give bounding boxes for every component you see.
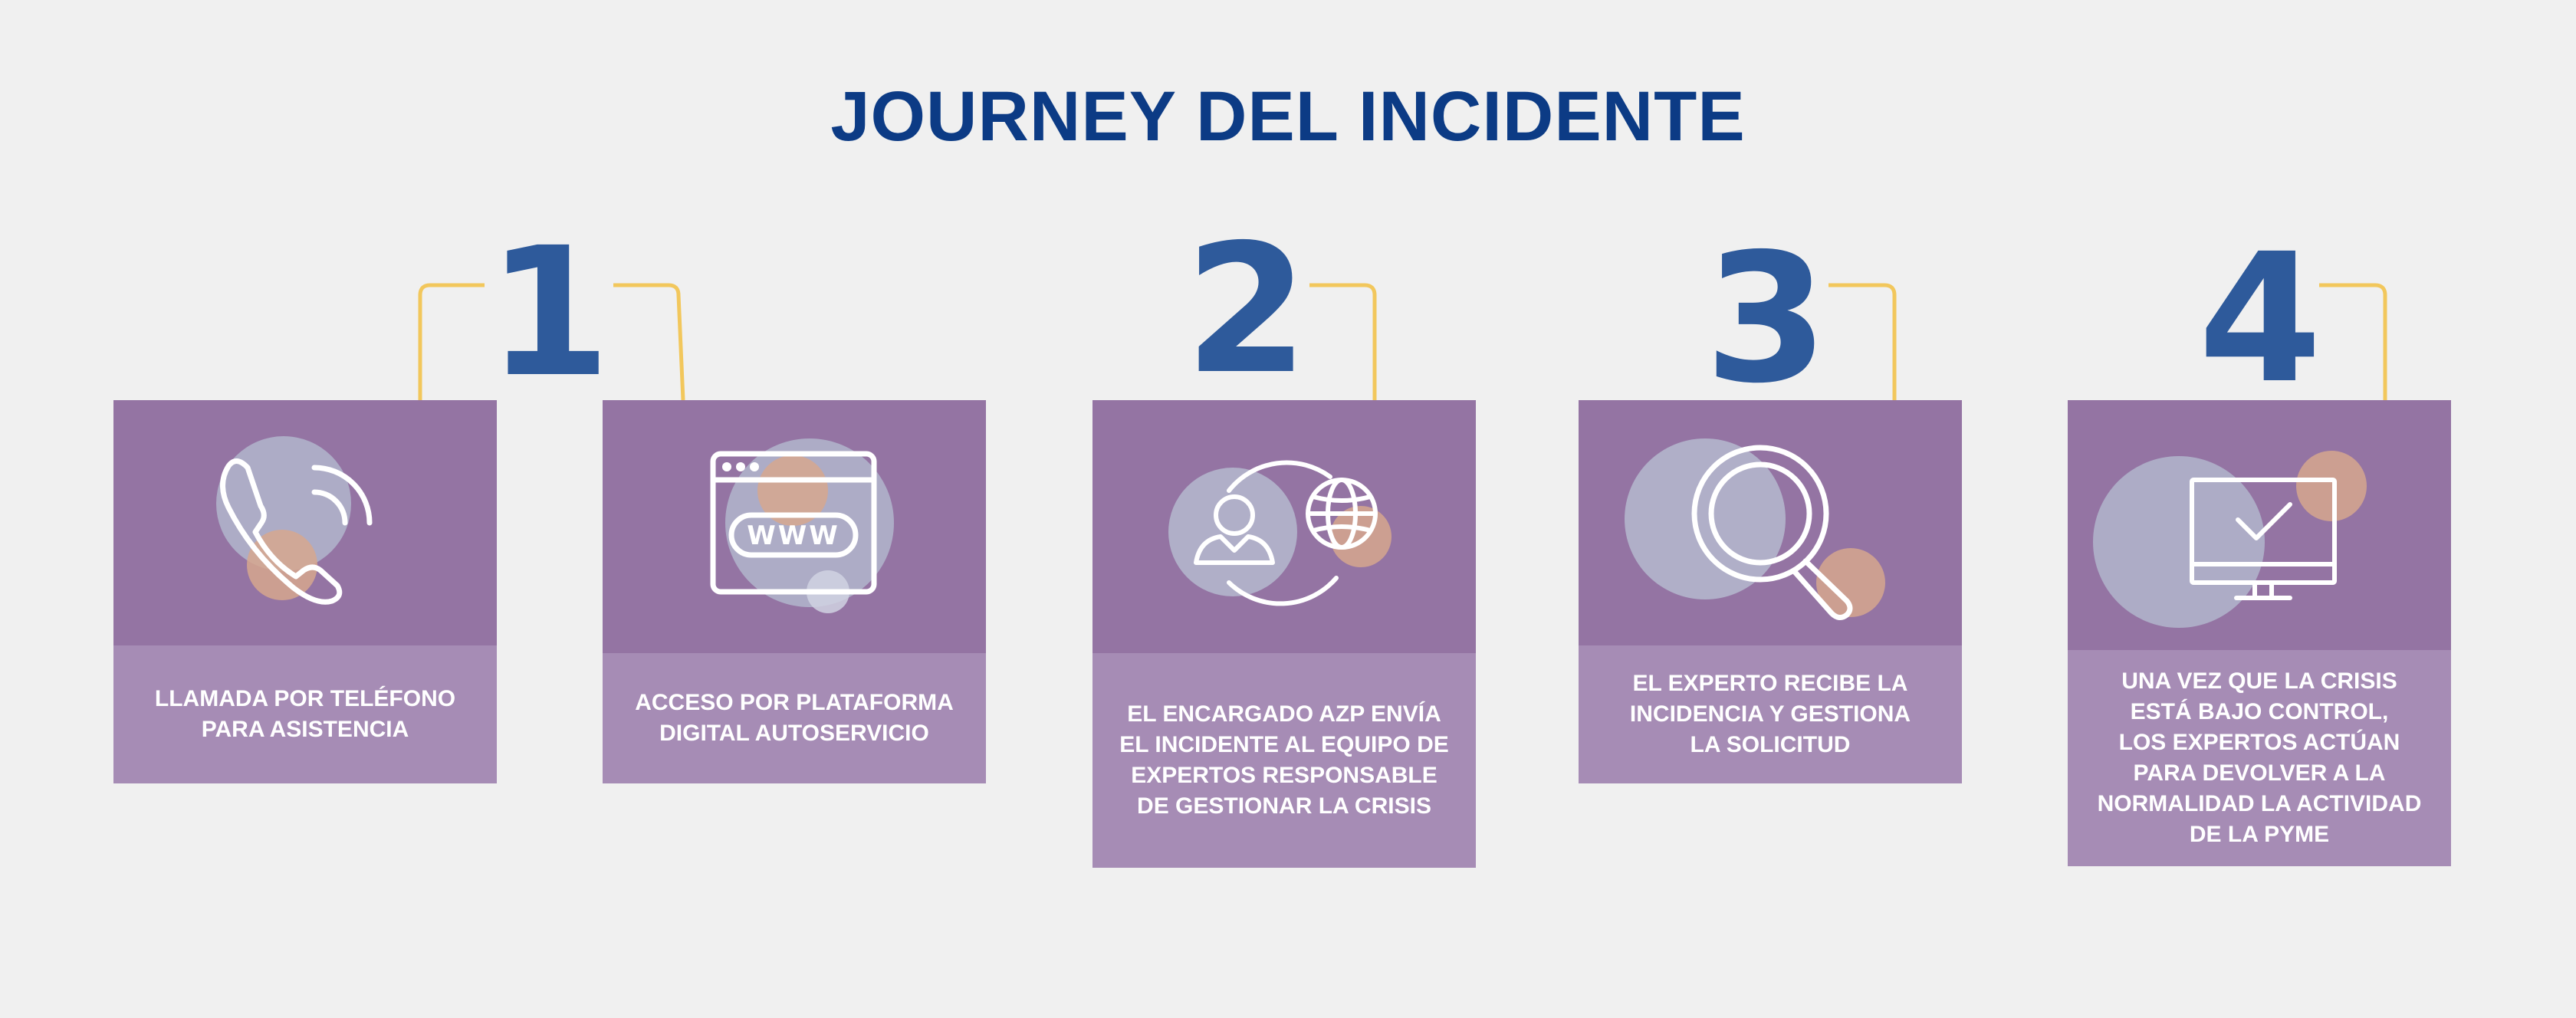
card-top: WWW xyxy=(603,400,986,653)
connector-step4 xyxy=(2319,283,2387,400)
card-description: ACCESO POR PLATAFORMA DIGITAL AUTOSERVIC… xyxy=(603,653,986,783)
step-number-3: 3 xyxy=(1704,215,1829,422)
step-number-4: 4 xyxy=(2198,215,2322,422)
card-expert-assignment: EL ENCARGADO AZP ENVÍA EL INCIDENTE AL E… xyxy=(1092,400,1476,868)
magnifier-icon xyxy=(1625,438,1885,620)
user-globe-icon xyxy=(1168,460,1392,606)
phone-icon xyxy=(216,436,373,605)
card-description: EL EXPERTO RECIBE LA INCIDENCIA Y GESTIO… xyxy=(1579,645,1962,783)
card-description: UNA VEZ QUE LA CRISIS ESTÁ BAJO CONTROL,… xyxy=(2068,650,2451,866)
card-top xyxy=(113,400,497,645)
card-digital-platform: WWW ACCESO POR PLATAFORMA DIGITAL AUTOSE… xyxy=(603,400,986,783)
monitor-check-icon xyxy=(2093,451,2367,628)
connector-step1-right xyxy=(613,283,685,401)
card-top xyxy=(2068,400,2451,650)
card-return-to-normal: UNA VEZ QUE LA CRISIS ESTÁ BAJO CONTROL,… xyxy=(2068,400,2451,866)
card-description: LLAMADA POR TELÉFONO PARA ASISTENCIA xyxy=(113,645,497,783)
connector-step1-left xyxy=(418,283,485,400)
card-description: EL ENCARGADO AZP ENVÍA EL INCIDENTE AL E… xyxy=(1092,653,1476,868)
card-top xyxy=(1579,400,1962,645)
connector-step3 xyxy=(1829,283,1897,400)
web-browser-icon: WWW xyxy=(710,438,894,613)
card-phone-call: LLAMADA POR TELÉFONO PARA ASISTENCIA xyxy=(113,400,497,783)
connector-step2 xyxy=(1309,283,1377,400)
card-top xyxy=(1092,400,1476,653)
www-label: WWW xyxy=(747,520,840,551)
card-expert-review: EL EXPERTO RECIBE LA INCIDENCIA Y GESTIO… xyxy=(1579,400,1962,783)
step-number-2: 2 xyxy=(1184,206,1309,413)
step-number-1: 1 xyxy=(487,209,611,416)
page-title: JOURNEY DEL INCIDENTE xyxy=(830,77,1746,156)
